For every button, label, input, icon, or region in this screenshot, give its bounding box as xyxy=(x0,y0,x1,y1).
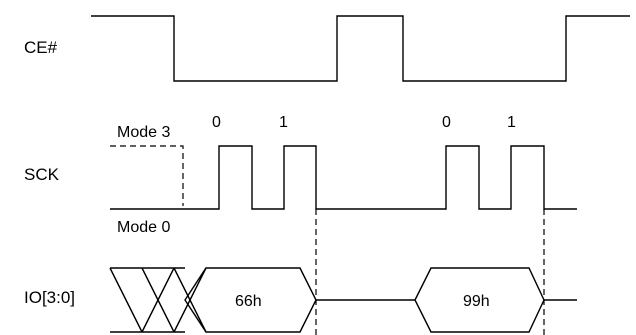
io-label: IO[3:0] xyxy=(24,288,75,307)
clock-bit-label: 0 xyxy=(442,114,451,131)
clock-bit-label: 0 xyxy=(212,114,221,131)
clock-bit-label: 1 xyxy=(507,114,516,131)
sck-label: SCK xyxy=(24,165,60,184)
io-byte-label: 99h xyxy=(463,293,490,310)
mode3-label: Mode 3 xyxy=(117,124,170,141)
mode0-label: Mode 0 xyxy=(117,219,170,236)
io-byte-label: 66h xyxy=(235,293,262,310)
clock-bit-label: 1 xyxy=(279,114,288,131)
io-waveform xyxy=(109,267,577,333)
sck-waveform xyxy=(110,145,577,210)
ce-waveform xyxy=(91,15,630,82)
ce-label: CE# xyxy=(24,38,58,57)
mode3-idle-high xyxy=(110,145,184,206)
